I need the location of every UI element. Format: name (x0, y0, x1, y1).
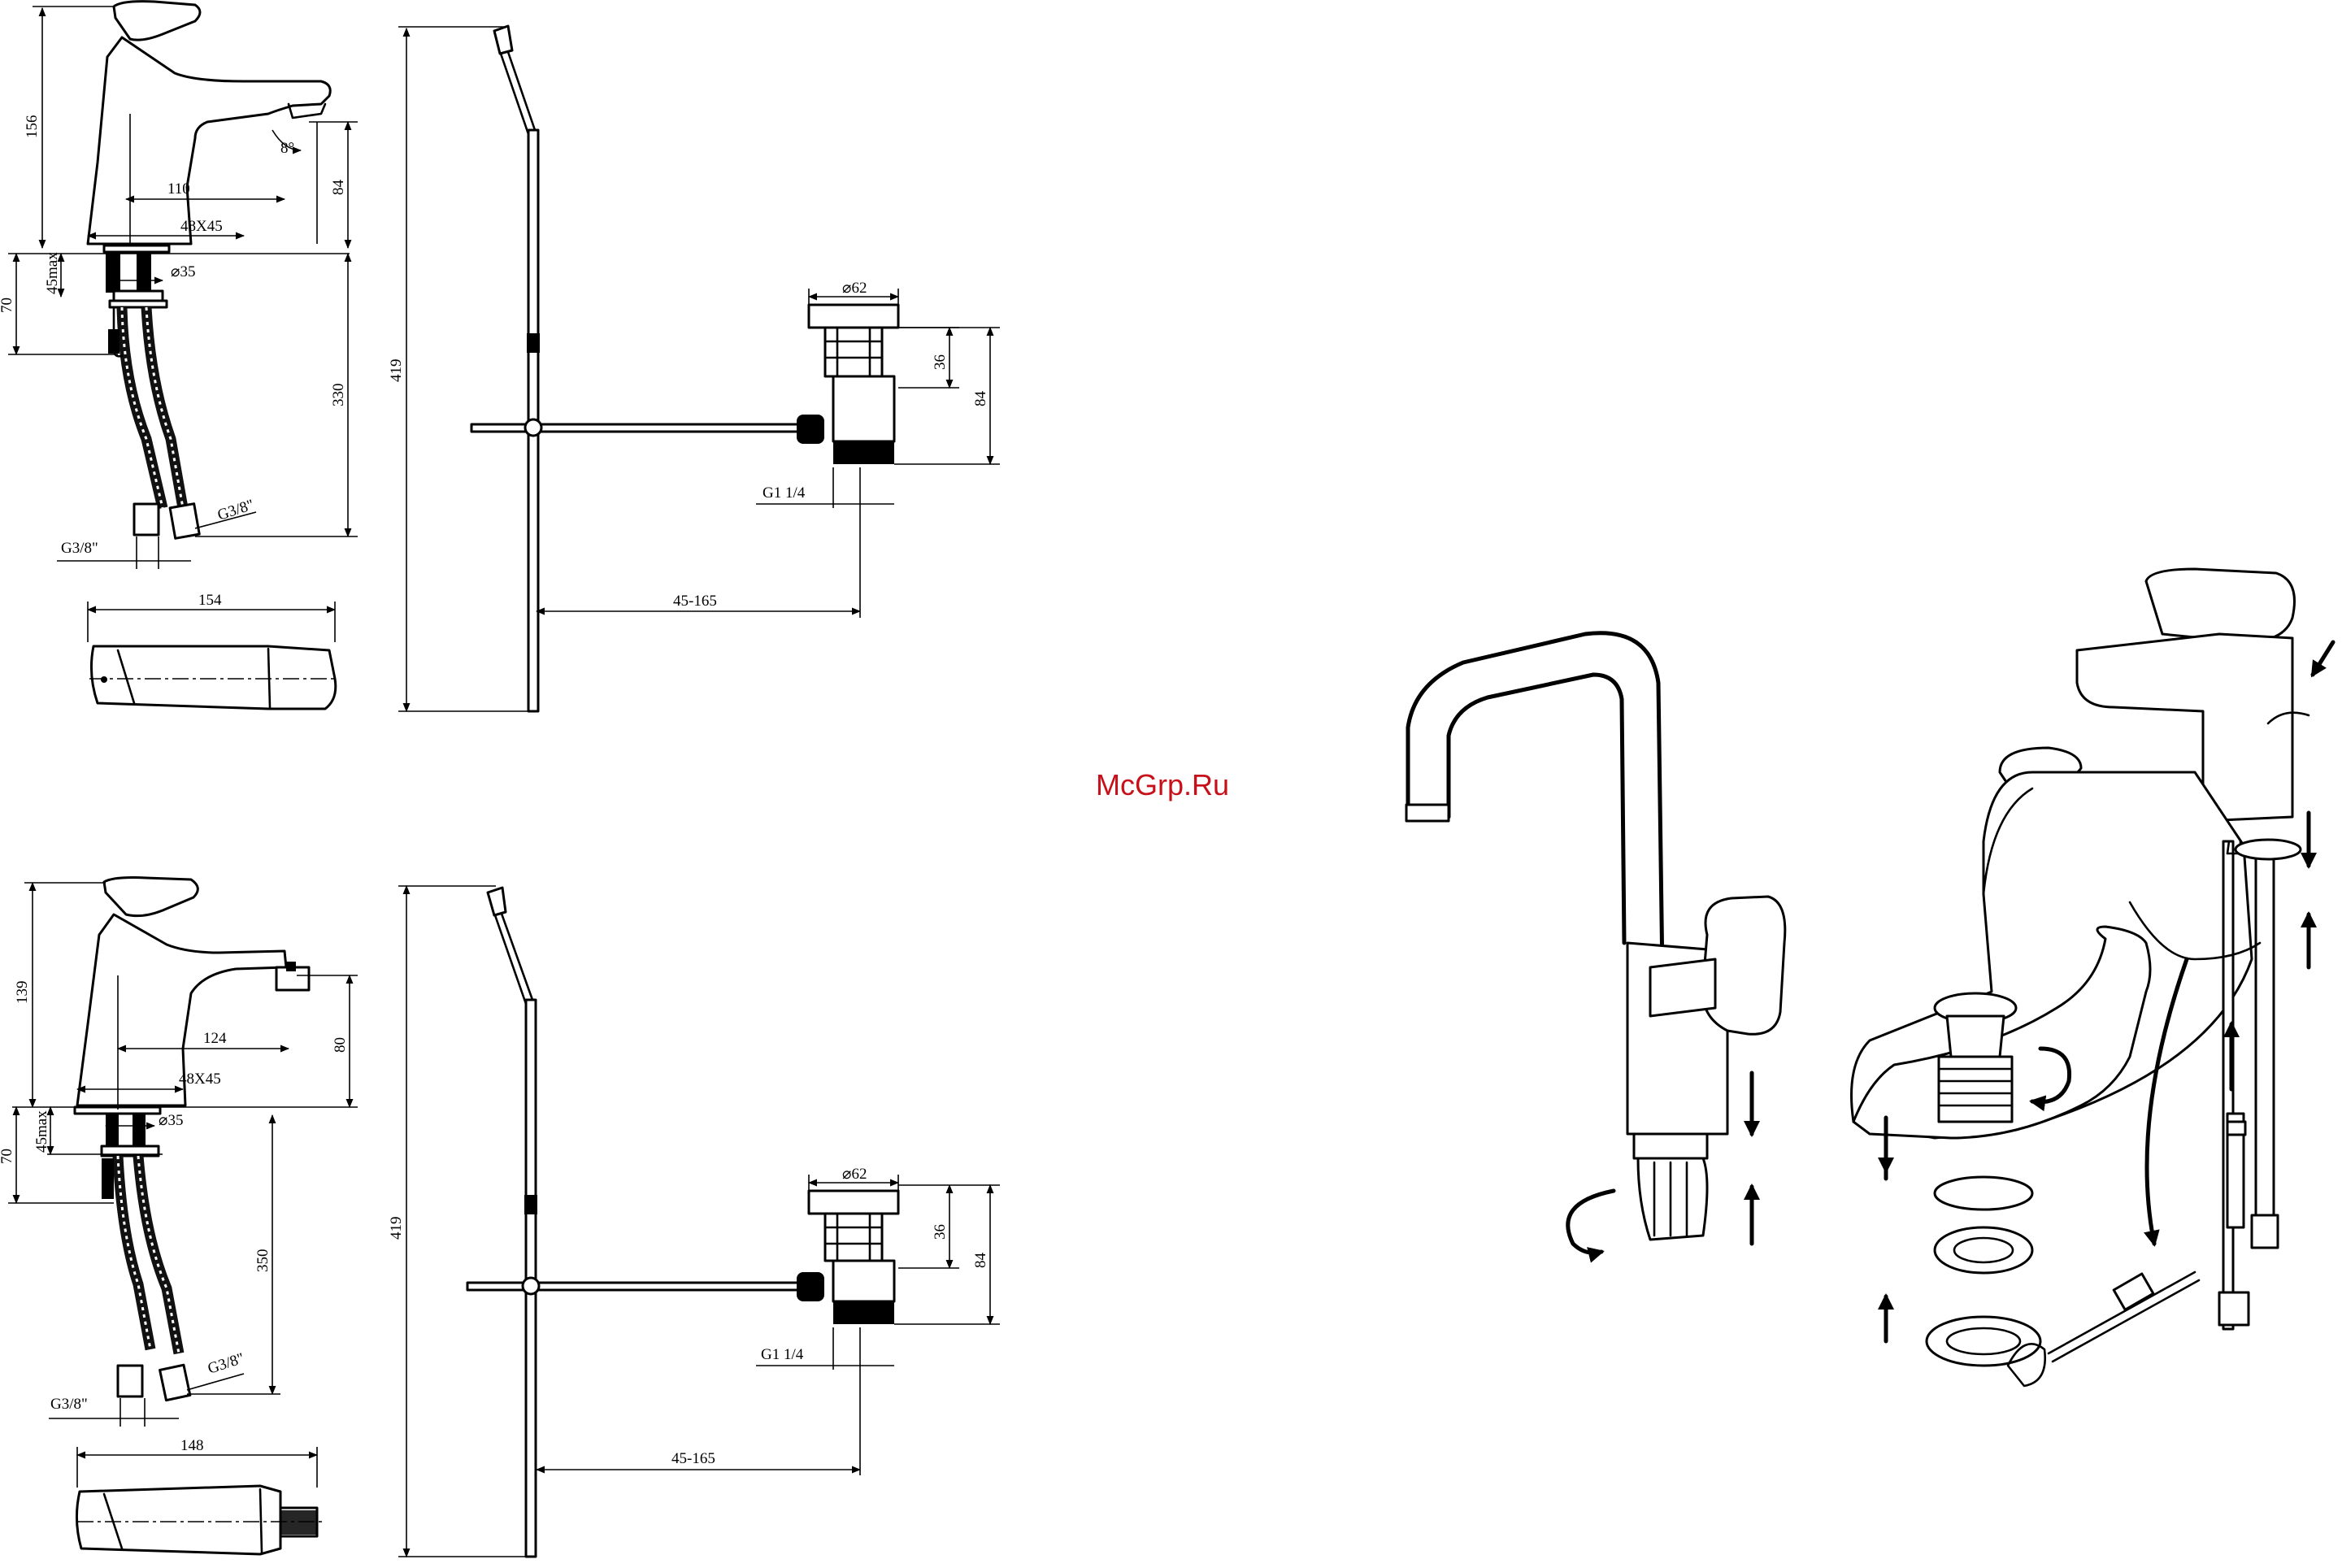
bottom-popup-rod: 419 (388, 886, 824, 1557)
top-waste-height: 84 (972, 391, 989, 407)
bottom-waste-assembly: ⌀62 36 84 G1 1/4 45-165 (537, 1166, 1000, 1475)
bottom-max-deck: 45max (33, 1110, 50, 1153)
top-below-deck: 70 (0, 298, 15, 313)
top-base-size: 48X45 (180, 218, 223, 235)
bottom-hose-thread-b: G3/8" (206, 1350, 246, 1378)
top-max-deck: 45max (44, 252, 61, 294)
top-spout-reach: 110 (167, 180, 190, 198)
top-angle: 8° (280, 140, 294, 157)
bottom-spout-reach: 124 (203, 1030, 227, 1047)
top-hose-length: 330 (330, 384, 347, 407)
basin-mixer-install (1852, 569, 2334, 1386)
top-waste-dia: ⌀62 (842, 280, 867, 297)
bottom-base-size: 48X45 (179, 1071, 221, 1088)
bottom-waste-top: 36 (932, 1224, 949, 1240)
top-rod-range: 45-165 (673, 593, 717, 610)
kitchen-mixer-install (1406, 633, 1785, 1253)
bottom-rod-range: 45-165 (671, 1450, 715, 1467)
watermark: McGrp.Ru (1096, 768, 1229, 801)
bottom-waste-dia: ⌀62 (842, 1166, 867, 1183)
bottom-hose-thread-a: G3/8" (50, 1396, 88, 1413)
top-waste-thread: G1 1/4 (763, 484, 806, 502)
bottom-waste-thread: G1 1/4 (761, 1346, 804, 1363)
top-height-total: 156 (24, 115, 41, 139)
top-hose-thread-b: G3/8" (215, 497, 256, 524)
bottom-height-total: 139 (14, 981, 31, 1005)
top-spout-height: 84 (330, 180, 347, 196)
bottom-mixer-plan-view: 148 (76, 1437, 325, 1554)
top-waste-assembly: ⌀62 36 84 G1 1/4 45-165 (537, 280, 1000, 618)
bottom-below-deck: 70 (0, 1149, 15, 1164)
bottom-hole-dia: ⌀35 (159, 1112, 183, 1129)
bottom-spout-height: 80 (332, 1037, 349, 1053)
bottom-mixer-side-view (75, 878, 309, 1401)
bottom-hose-length: 350 (254, 1249, 272, 1273)
top-plan-length: 154 (198, 592, 222, 609)
top-hose-thread-a: G3/8" (61, 540, 98, 557)
top-waste-top: 36 (932, 354, 949, 370)
bottom-plan-length: 148 (180, 1437, 204, 1454)
bottom-rod-length: 419 (388, 1217, 405, 1240)
top-hole-dia: ⌀35 (171, 263, 195, 280)
top-mixer-plan-view: 154 (88, 592, 336, 709)
top-mixer-side-view (88, 2, 330, 539)
top-rod-length: 419 (388, 359, 405, 383)
bottom-waste-height: 84 (972, 1253, 989, 1269)
top-popup-rod: 419 (388, 26, 824, 711)
